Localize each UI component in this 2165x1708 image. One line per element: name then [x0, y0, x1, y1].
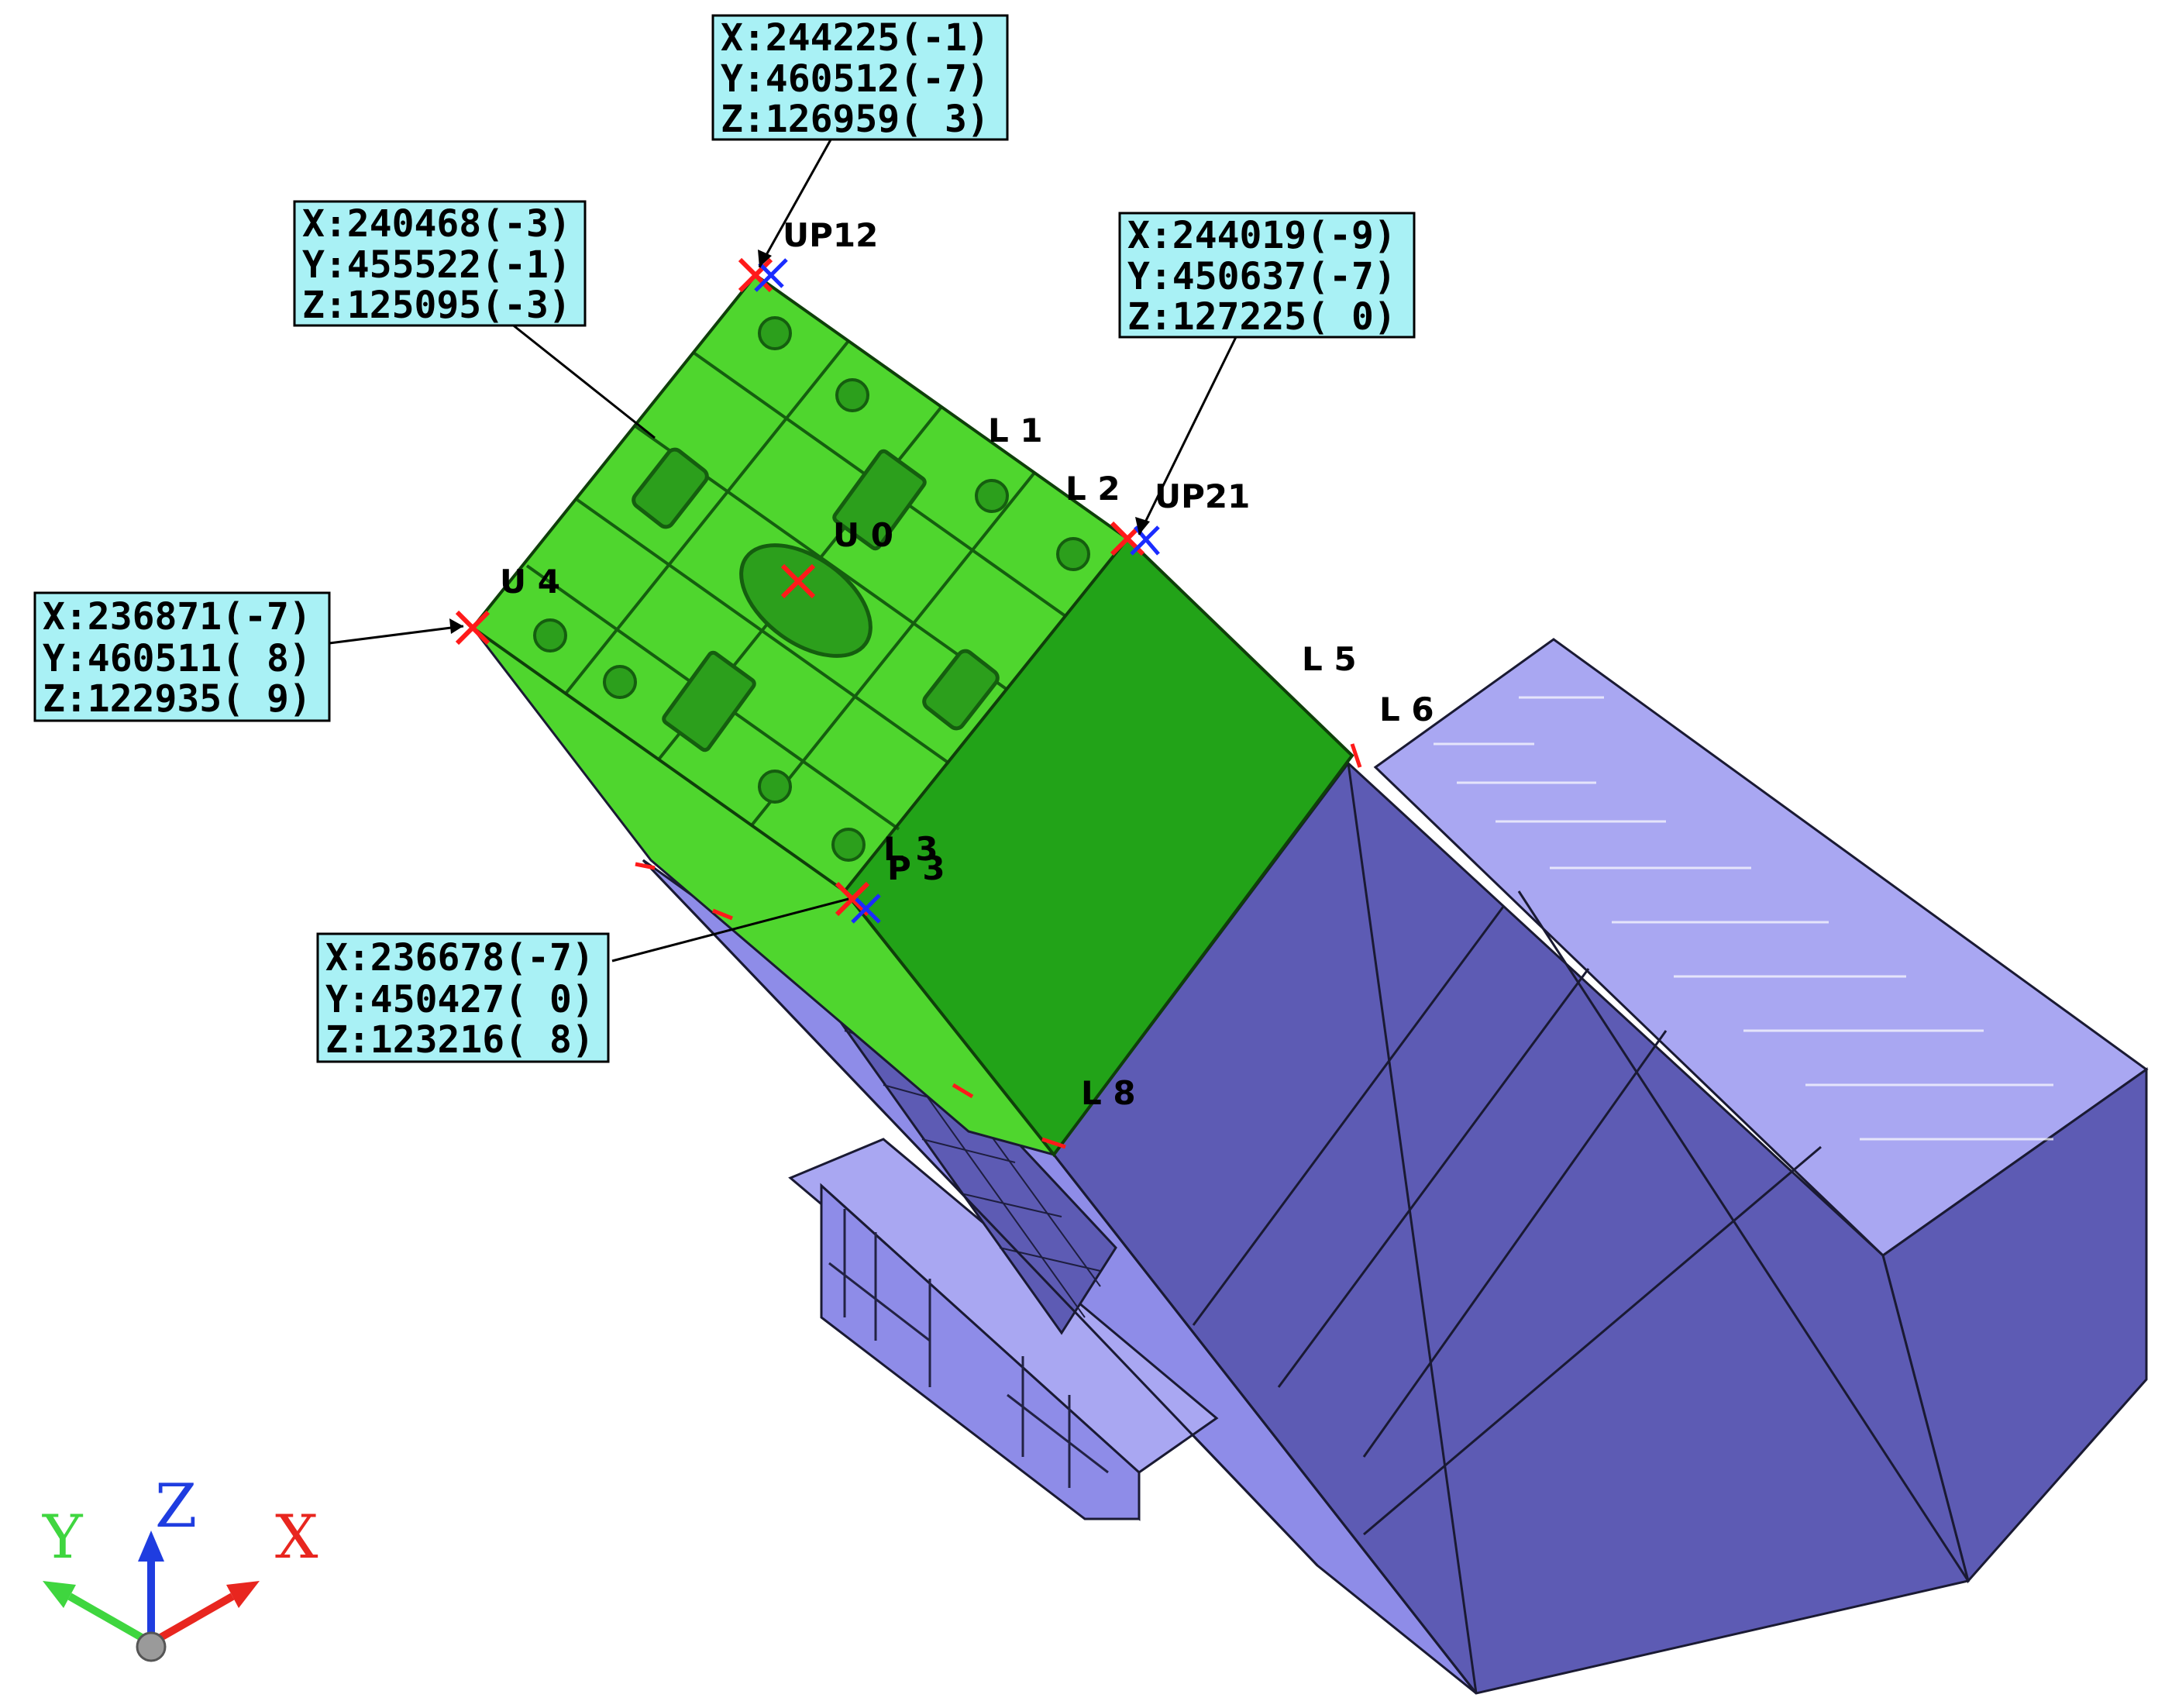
label-l1: L 1	[988, 412, 1043, 449]
label-up12: UP12	[783, 216, 878, 254]
svg-text:X:236871(-7): X:236871(-7)	[43, 595, 311, 639]
deck-texture	[1434, 696, 2053, 1141]
svg-text:Y:460511( 8): Y:460511( 8)	[43, 637, 311, 680]
svg-text:X:244019(-9): X:244019(-9)	[1127, 214, 1396, 257]
svg-text:Y:450637(-7): Y:450637(-7)	[1127, 255, 1396, 298]
svg-text:Z:123216( 8): Z:123216( 8)	[325, 1018, 594, 1062]
plate-outline	[843, 537, 1354, 1158]
svg-text:Y:460512(-7): Y:460512(-7)	[721, 57, 990, 101]
axis-label-y: Y	[42, 1503, 84, 1572]
marker-p3[interactable]	[835, 881, 881, 924]
callout-upper-left: X:240468(-3) Y:455522(-1) Z:125095(-3)	[293, 200, 587, 327]
measurement-markers[interactable]	[455, 257, 1362, 1149]
coordinate-callouts: X:244225(-1) Y:460512(-7) Z:126959( 3) X…	[33, 14, 1416, 1063]
marker-u0[interactable]	[780, 563, 816, 599]
openings	[632, 447, 1000, 752]
label-u0: U 0	[833, 516, 893, 554]
point-labels: UP12 UP21 U 0 L 1 L 2 L 3 L 5 L 6 L 8 P …	[500, 216, 1434, 1112]
lightening-holes	[533, 316, 1090, 862]
lower-box-frames	[828, 1209, 1109, 1488]
axis-label-x: X	[275, 1503, 318, 1572]
red-ticks	[635, 743, 1362, 1149]
callout-left: X:236871(-7) Y:460511( 8) Z:122935( 9)	[33, 591, 331, 722]
label-up21: UP21	[1155, 477, 1250, 515]
label-l5: L 5	[1302, 640, 1357, 678]
ramp-lines	[642, 763, 1970, 1694]
svg-text:X:236678(-7): X:236678(-7)	[325, 936, 594, 980]
callout-upper-right: X:244019(-9) Y:450637(-7) Z:127225( 0)	[1118, 212, 1416, 339]
axis-triad: Y Z X	[42, 1472, 318, 1662]
label-l2: L 2	[1065, 470, 1120, 508]
callout-lower-left: X:236678(-7) Y:450427( 0) Z:123216( 8)	[316, 932, 610, 1063]
marker-up12[interactable]	[738, 257, 788, 293]
label-u4: U 4	[500, 563, 560, 601]
svg-text:Z:127225( 0): Z:127225( 0)	[1127, 295, 1396, 339]
svg-text:Z:125095(-3): Z:125095(-3)	[302, 284, 571, 327]
label-l3: L 3	[883, 830, 938, 868]
svg-text:Z:126959( 3): Z:126959( 3)	[721, 98, 990, 141]
leader-lines	[329, 135, 1237, 962]
label-l8: L 8	[1081, 1074, 1136, 1112]
svg-text:Y:450427( 0): Y:450427( 0)	[325, 978, 594, 1021]
label-p3: P 3	[887, 849, 945, 887]
marker-u4[interactable]	[455, 610, 490, 646]
axis-origin	[136, 1631, 167, 1662]
leader-arrowheads	[449, 250, 1150, 634]
axis-label-z: Z	[155, 1472, 197, 1541]
svg-text:Y:455522(-1): Y:455522(-1)	[302, 243, 571, 287]
label-l6: L 6	[1379, 690, 1434, 728]
callout-top: X:244225(-1) Y:460512(-7) Z:126959( 3)	[711, 14, 1009, 141]
svg-text:X:244225(-1): X:244225(-1)	[721, 16, 990, 60]
svg-text:X:240468(-3): X:240468(-3)	[302, 202, 571, 246]
svg-text:Z:122935( 9): Z:122935( 9)	[43, 677, 311, 721]
